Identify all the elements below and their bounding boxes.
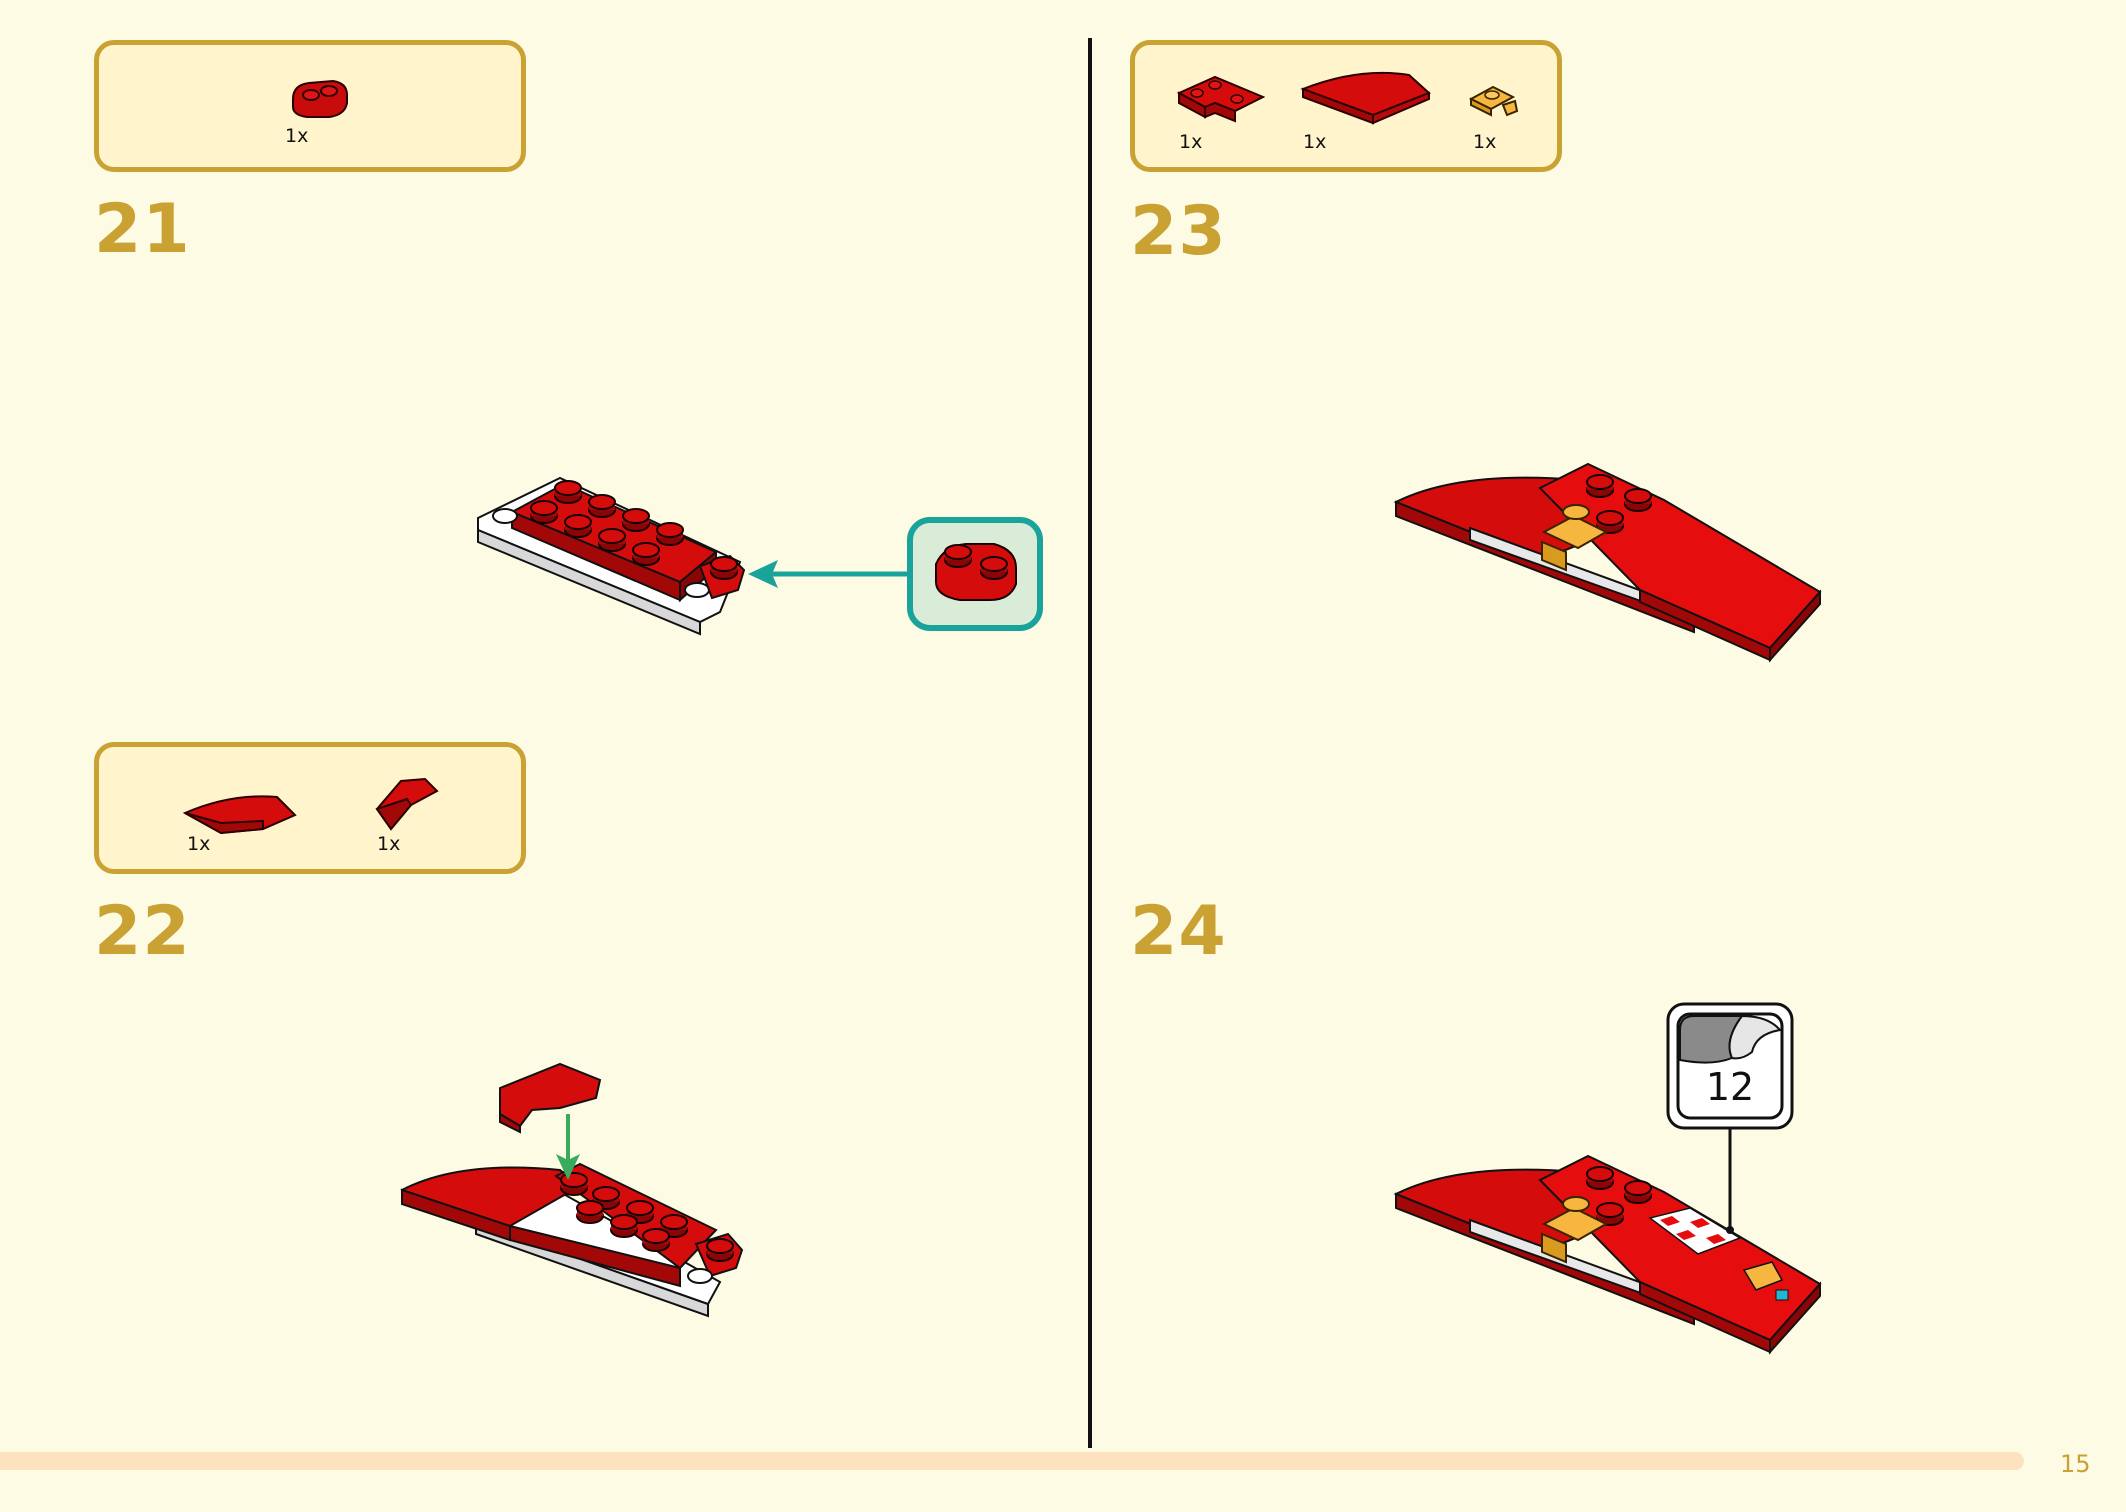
step-number-24: 24 (1130, 892, 1227, 971)
part-qty: 1x (285, 125, 309, 147)
step-number-22: 22 (94, 892, 191, 971)
red-curved-slope-icon (182, 795, 297, 835)
step-number-21: 21 (94, 190, 191, 269)
page-number: 15 (2060, 1450, 2091, 1478)
sticker-number: 12 (1705, 1065, 1755, 1109)
step-21-model (477, 476, 746, 636)
part-qty: 1x (1303, 131, 1327, 153)
red-corner-plate-icon (1176, 75, 1265, 123)
step-21-callout (907, 517, 1043, 631)
red-1x2-round-plate-icon (292, 79, 348, 118)
step-number-23: 23 (1130, 192, 1227, 271)
parts-box-step-23: 1x 1x 1x (1130, 40, 1562, 172)
step-22-arrow (556, 1114, 580, 1180)
red-curved-slope-large-icon (1300, 71, 1431, 125)
page-divider (1088, 38, 1092, 1448)
yellow-clip-plate-icon (1468, 85, 1519, 117)
bottom-progress-bar (0, 1452, 2024, 1470)
parts-box-step-22: 1x 1x (94, 742, 526, 874)
red-slope-brick-icon (375, 777, 439, 831)
part-qty: 1x (187, 833, 211, 855)
step-22-model (400, 1062, 744, 1318)
parts-box-step-21: 1x (94, 40, 526, 172)
sticker-callout-12 (1666, 1002, 1794, 1234)
part-qty: 1x (1179, 131, 1203, 153)
part-qty: 1x (377, 833, 401, 855)
part-qty: 1x (1473, 131, 1497, 153)
step-21-arrow (748, 560, 912, 588)
step-23-model (1393, 462, 1822, 663)
step-24-model (1393, 1154, 1822, 1355)
